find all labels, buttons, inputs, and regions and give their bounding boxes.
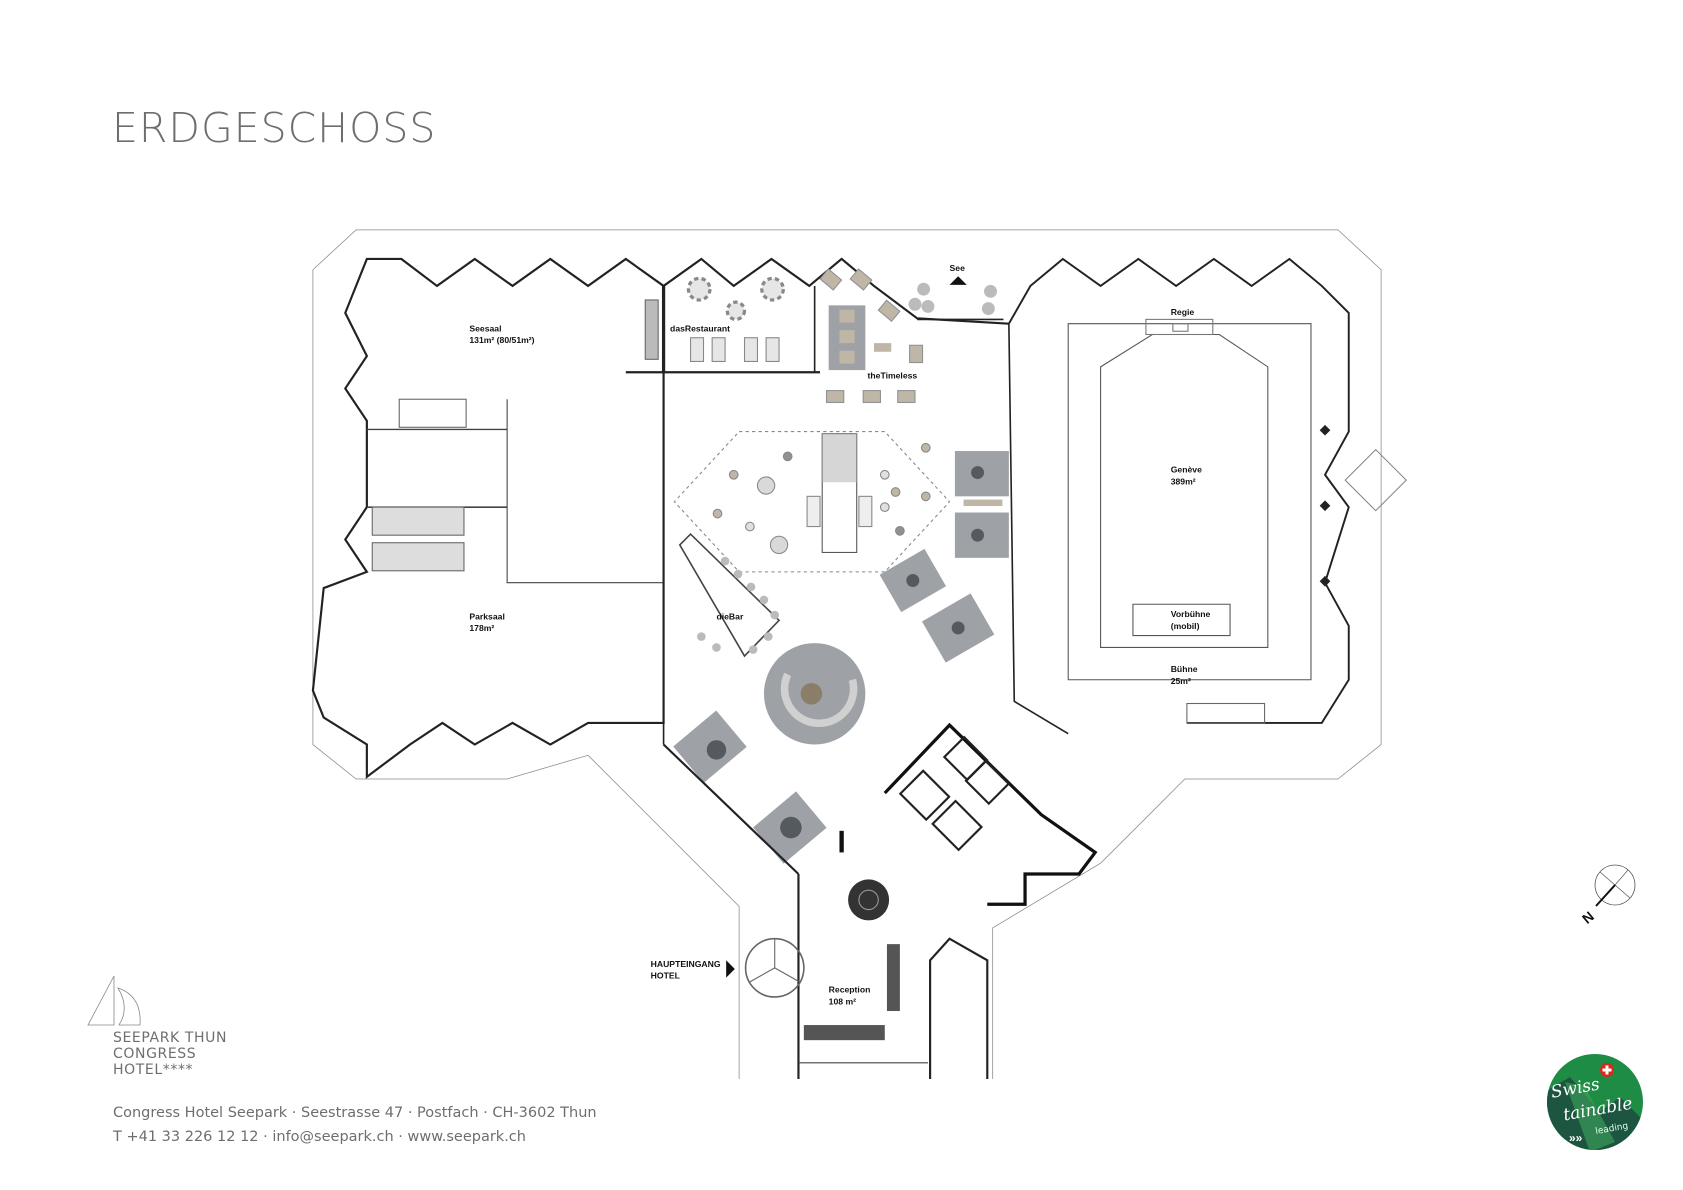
stage-stairs: [1186, 702, 1266, 724]
seesaal-parksaal-walls: [311, 257, 665, 780]
vorbuehne-note: (mobil): [1171, 621, 1200, 631]
foyer-tables: [712, 442, 931, 555]
service-rooms: [898, 735, 1011, 852]
buehne-area: 25m²: [1171, 676, 1191, 686]
geneve-room: [1100, 333, 1269, 648]
bar-label: dieBar: [716, 611, 743, 621]
geneve-label: Genève: [1171, 465, 1202, 475]
reception-area: 108 m²: [829, 997, 856, 1007]
seesaal-label: Seesaal: [469, 323, 501, 333]
lounge-rugs: [673, 451, 1009, 864]
storage: [371, 506, 465, 536]
restaurant-walls: [662, 257, 1009, 325]
buehne-label: Bühne: [1171, 664, 1198, 674]
geneve-outer-walls: [1008, 257, 1350, 724]
entrance-arrow-icon: [726, 960, 735, 978]
timeless-label: theTimeless: [868, 371, 918, 381]
footer-address: Congress Hotel Seepark · Seestrasse 47 ·…: [113, 1101, 597, 1149]
stairwell: [929, 937, 989, 1079]
columns: [1319, 424, 1331, 587]
brand-line-2: CONGRESS: [113, 1046, 197, 1062]
storage: [371, 542, 465, 572]
north-label: N: [1579, 908, 1597, 927]
address-line: Congress Hotel Seepark · Seestrasse 47 ·…: [113, 1105, 597, 1121]
geneve-area: 389m²: [1171, 476, 1196, 486]
chevrons-icon: »»: [1569, 1131, 1583, 1145]
regie-booth: [1145, 318, 1214, 336]
swisstainable-badge: Swiss tainable leading »»: [1547, 1054, 1643, 1150]
brand-line-1: SEEPARK THUN: [113, 1030, 228, 1046]
parksaal-area: 178m²: [469, 623, 494, 633]
vorbuehne-label: Vorbühne: [1171, 609, 1211, 619]
bar-stools: [697, 556, 780, 654]
restaurant-label: dasRestaurant: [670, 323, 730, 333]
see-arrow-icon: [949, 276, 967, 285]
bar-counter: [678, 532, 781, 658]
contact-line: T +41 33 226 12 12 · info@seepark.ch · w…: [113, 1129, 526, 1145]
site-outline: [312, 229, 1382, 1079]
parksaal-label: Parksaal: [469, 611, 505, 621]
regie-label: Regie: [1171, 307, 1195, 317]
north-arrow-icon: N: [1579, 864, 1636, 927]
exterior-stairs: [1344, 448, 1408, 512]
fountain: [848, 879, 890, 921]
brand-line-3: HOTEL****: [113, 1062, 194, 1078]
reception-label: Reception: [829, 985, 871, 995]
see-label: See: [950, 263, 966, 273]
counter: [644, 299, 659, 360]
entrance-label-2: HOTEL: [651, 971, 680, 981]
vorbuehne: [1132, 603, 1231, 637]
reception-desk: [886, 944, 900, 1012]
geneve-corridor: [1067, 323, 1312, 681]
sailboat-logo-icon: [87, 975, 141, 1026]
seesaal-area: 131m² (80/51m²): [469, 335, 534, 345]
corridor-wall: [506, 399, 664, 584]
reception-counter: [803, 1025, 885, 1041]
restaurant-tables: [686, 268, 997, 404]
page-title: ERDGESCHOSS: [112, 104, 437, 152]
foyer-zone: [673, 431, 951, 573]
stairs: [398, 398, 467, 428]
service-walls: [883, 722, 1098, 906]
entrance-label: HAUPTEINGANG: [651, 959, 721, 969]
hotel-logo: SEEPARK THUN CONGRESS HOTEL****: [86, 970, 226, 1078]
